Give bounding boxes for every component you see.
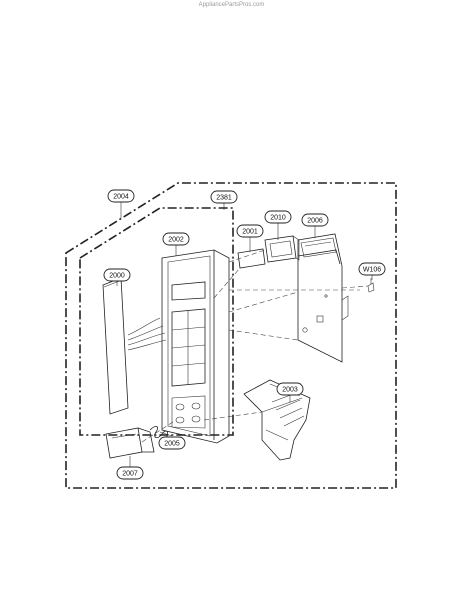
part-2006-pcb bbox=[297, 233, 349, 363]
label-2381: 2381 bbox=[210, 190, 238, 204]
svg-text:W106: W106 bbox=[363, 267, 381, 274]
inner-assembly-boundary bbox=[79, 207, 234, 436]
svg-text:2002: 2002 bbox=[168, 237, 184, 244]
label-2000: 2000 bbox=[103, 268, 131, 282]
label-2006: 2006 bbox=[301, 213, 329, 227]
leader-lines bbox=[116, 202, 373, 467]
svg-text:2003: 2003 bbox=[282, 387, 298, 394]
svg-text:2010: 2010 bbox=[270, 215, 286, 222]
label-2007: 2007 bbox=[116, 466, 144, 480]
svg-text:2381: 2381 bbox=[216, 195, 232, 202]
label-2004: 2004 bbox=[107, 189, 135, 203]
svg-text:2005: 2005 bbox=[164, 441, 180, 448]
svg-text:2004: 2004 bbox=[113, 194, 129, 201]
part-2001-window bbox=[237, 248, 266, 269]
label-2010: 2010 bbox=[264, 210, 292, 224]
label-2002: 2002 bbox=[162, 232, 190, 246]
svg-text:2006: 2006 bbox=[307, 218, 323, 225]
svg-text:2000: 2000 bbox=[109, 273, 125, 280]
label-2001: 2001 bbox=[236, 224, 264, 238]
label-w106: W106 bbox=[358, 262, 386, 276]
label-2003: 2003 bbox=[276, 382, 304, 396]
part-2002-control-panel bbox=[161, 249, 230, 444]
svg-text:2001: 2001 bbox=[242, 229, 258, 236]
label-2005: 2005 bbox=[158, 436, 186, 450]
part-2000-membrane bbox=[102, 277, 167, 415]
svg-text:2007: 2007 bbox=[122, 471, 138, 478]
part-w106-screw bbox=[367, 278, 375, 293]
watermark: AppliancePartsPros.com bbox=[198, 2, 265, 8]
part-2007-button bbox=[105, 427, 155, 459]
part-2010-display-holder bbox=[264, 235, 300, 263]
outer-assembly-boundary bbox=[65, 182, 397, 489]
part-2005-spring bbox=[149, 426, 169, 439]
assembly-guide-lines bbox=[141, 249, 369, 443]
